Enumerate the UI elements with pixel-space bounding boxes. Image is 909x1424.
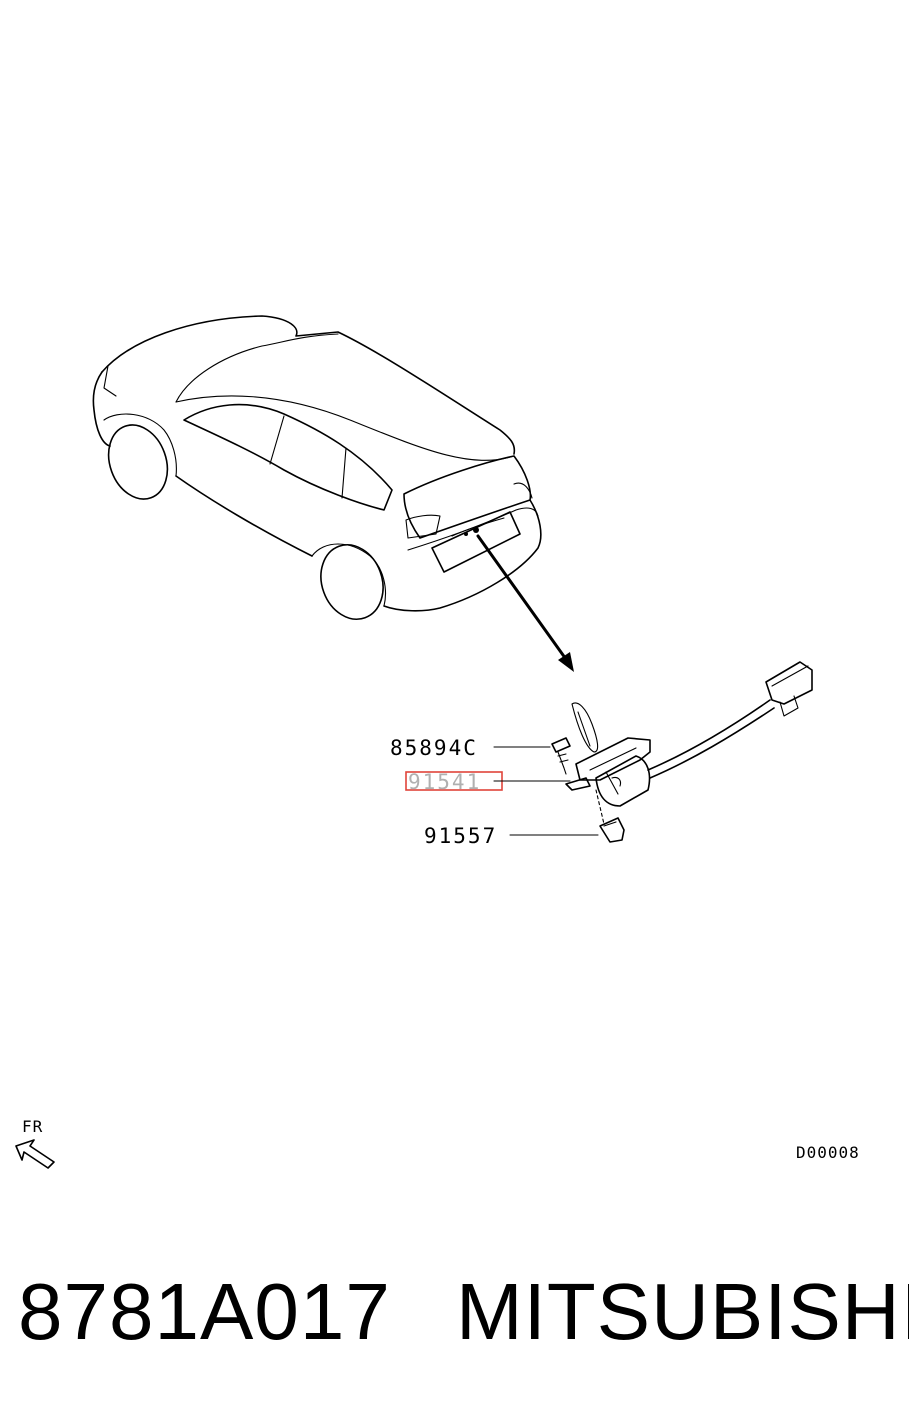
camera-assembly [565, 661, 813, 843]
callout-85894c: 85894C [390, 736, 551, 760]
footer: 8781A017 MITSUBISHI [0, 1262, 909, 1372]
callout-91557: 91557 [424, 824, 599, 848]
screw-part [551, 737, 571, 775]
callout-label: 85894C [390, 736, 478, 760]
front-direction-indicator: FR [15, 1117, 55, 1169]
callout-label: 91541 [408, 770, 481, 794]
part-number: 8781A017 [18, 1267, 391, 1356]
callout-label: 91557 [424, 824, 497, 848]
front-direction-arrow-icon [15, 1139, 55, 1169]
callout-91541: 91541 [405, 770, 571, 794]
brand-name: MITSUBISHI [456, 1267, 909, 1356]
fr-label: FR [22, 1117, 43, 1136]
pointer-arrow [476, 534, 574, 672]
diagram-code: D00008 [796, 1143, 860, 1162]
vehicle-illustration [92, 315, 542, 620]
